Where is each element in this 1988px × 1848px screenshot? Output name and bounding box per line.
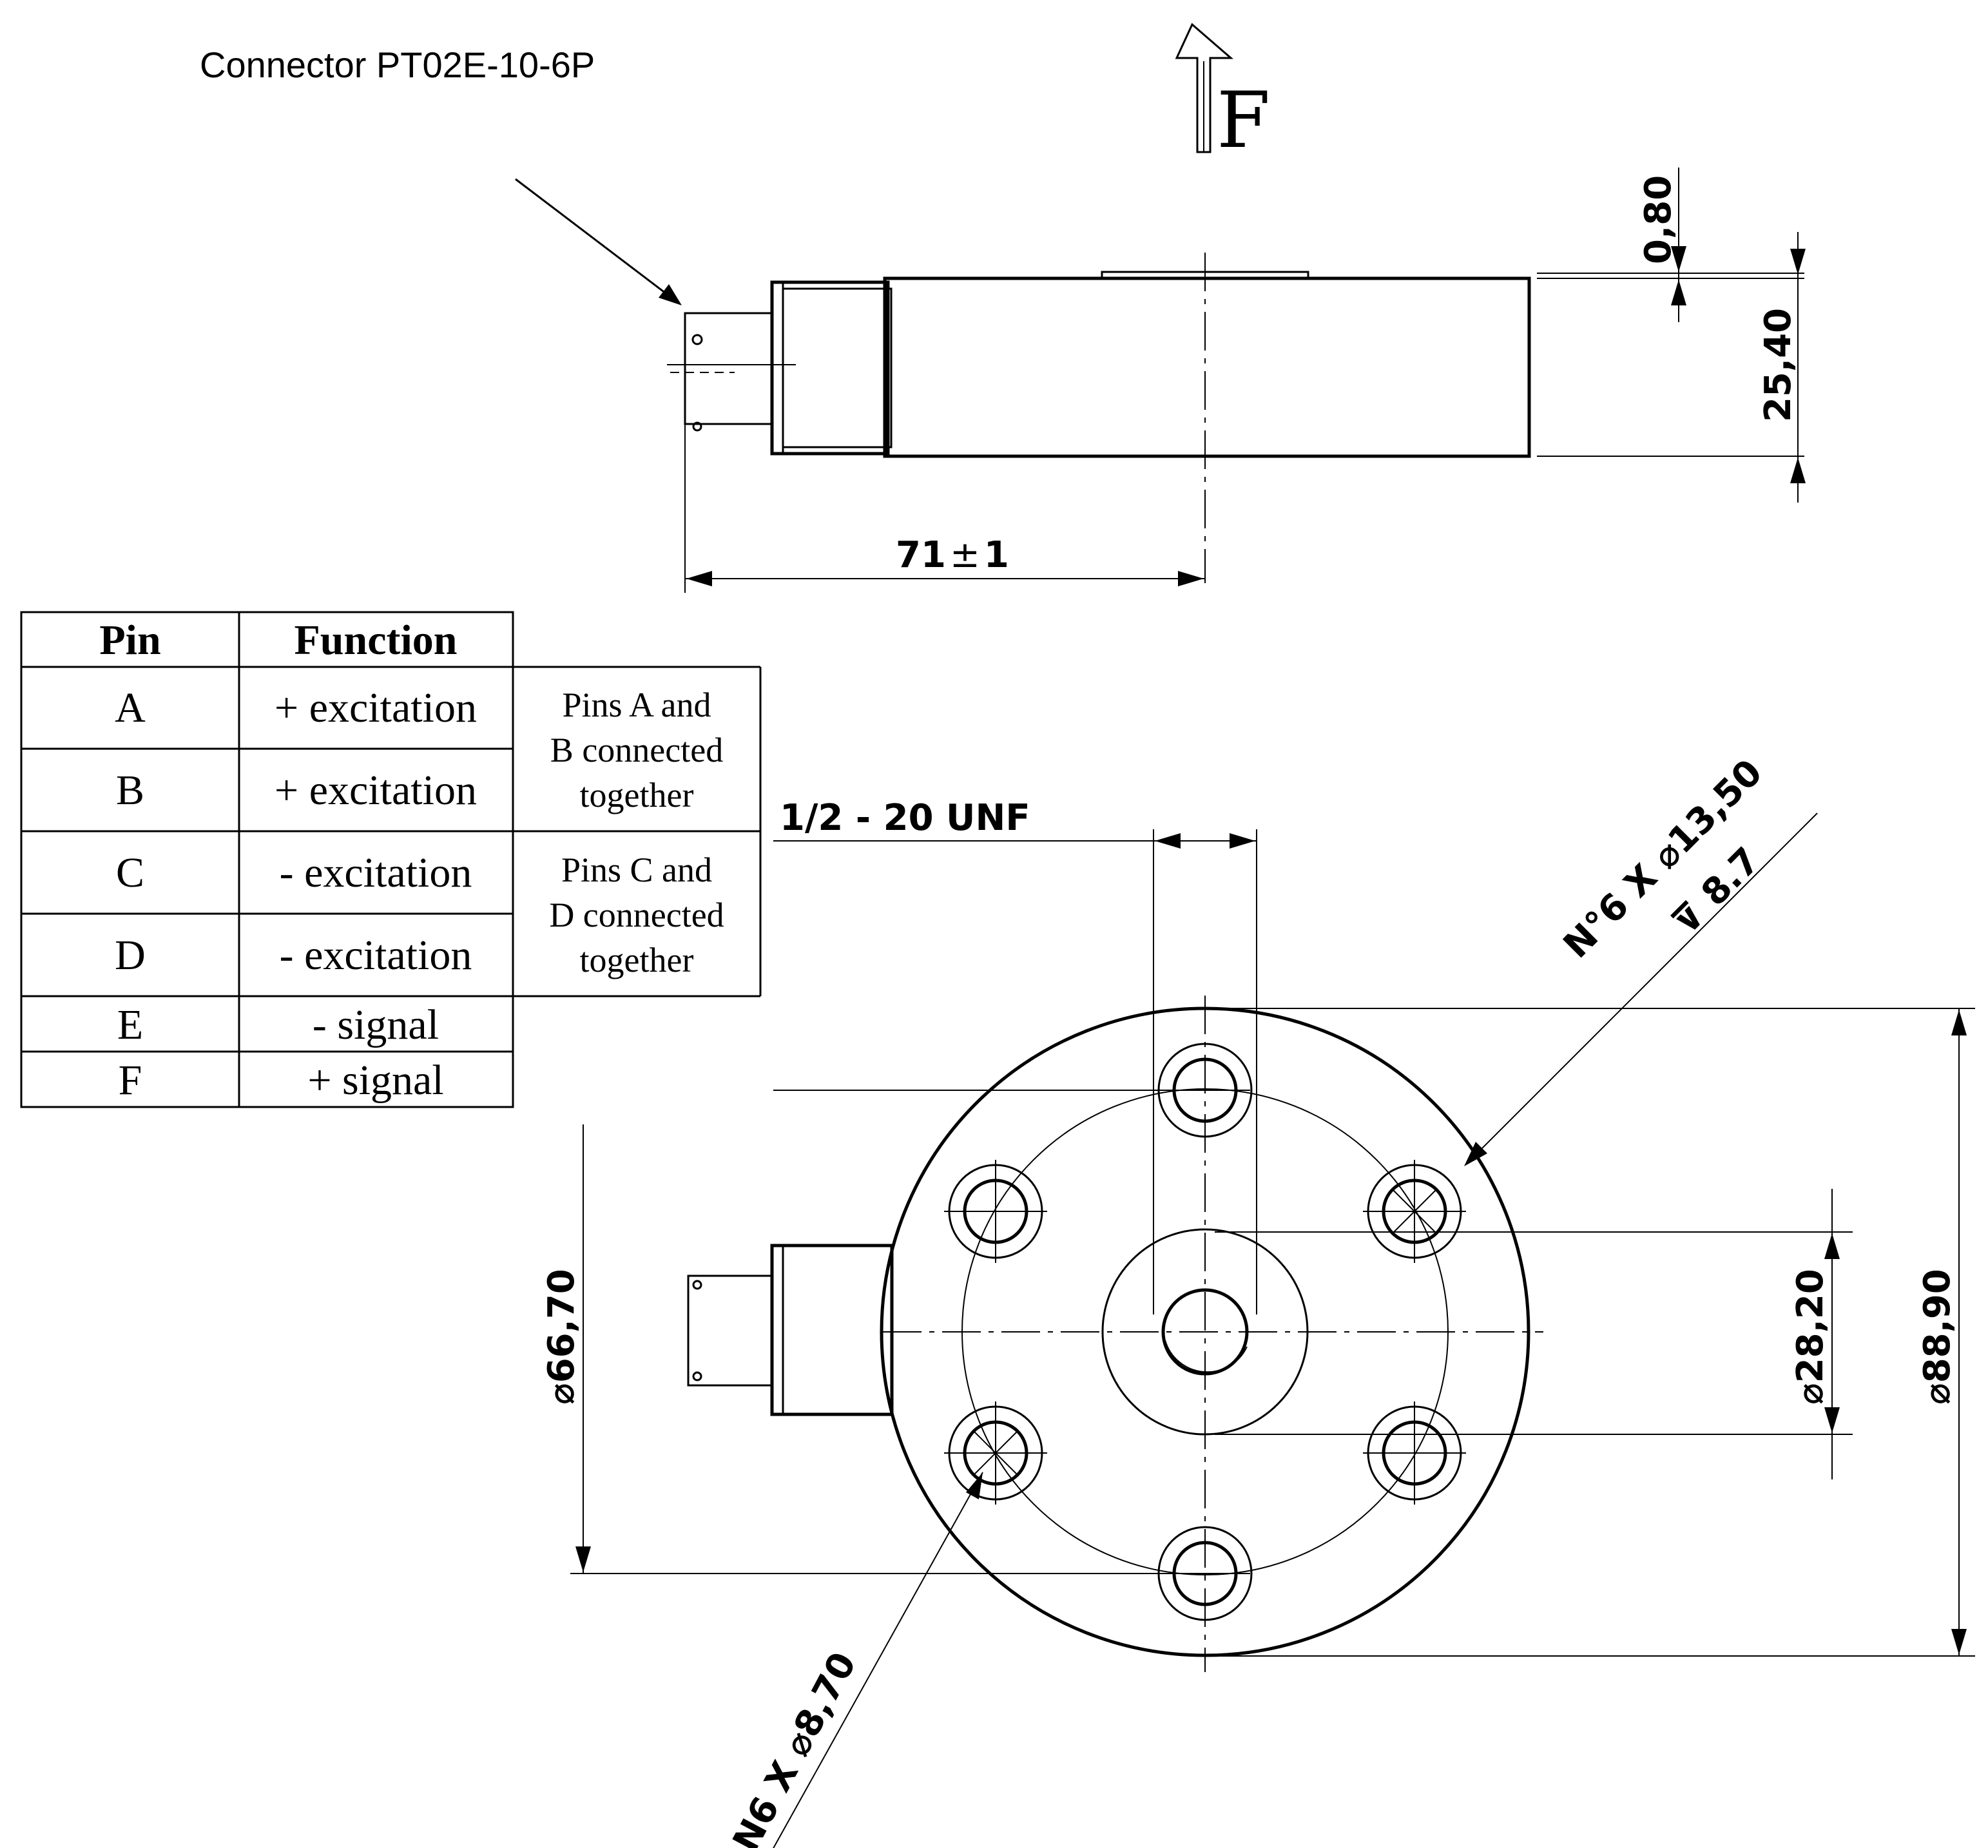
top-view: 1/2 - 20 UNF N°6 X ⌀13,50 ⊽ 8.7 N6 X ⌀8,… [541, 751, 1975, 1848]
hole-upper-right [1363, 1160, 1466, 1263]
dim-outer-diameter: ⌀88,90 [1916, 1269, 1958, 1405]
force-arrow [1175, 23, 1234, 153]
note-cd-line2: D connected [549, 896, 724, 934]
note-cd-line1: Pins C and [561, 851, 712, 889]
function-cell-c: - excitation [280, 849, 472, 896]
function-cell-e: - signal [313, 1001, 439, 1048]
note-ab-line1: Pins A and [562, 686, 711, 724]
dim-hub-diameter: ⌀28,20 [1790, 1269, 1831, 1405]
note-ab-line3: together [580, 776, 694, 814]
dim-flange-offset: 0,80 [1637, 175, 1679, 264]
dim-length: 71±1 [896, 534, 1009, 576]
connector-label: Connector PT02E-10-6P [200, 44, 595, 85]
pin-table: Pin Function A + excitation B + excitati… [20, 611, 762, 1108]
pin-cell-d: D [115, 932, 146, 979]
pin-cell-b: B [116, 767, 144, 814]
note-cd-line3: together [580, 941, 694, 979]
function-cell-b: + excitation [275, 767, 477, 814]
side-view: 0,80 25,40 71±1 [515, 168, 1806, 593]
table-header-function: Function [294, 617, 457, 664]
pin-cell-c: C [116, 849, 144, 896]
dim-height: 25,40 [1757, 308, 1799, 422]
function-cell-f: + signal [307, 1057, 443, 1104]
dim-thread: 1/2 - 20 UNF [780, 797, 1030, 839]
table-header-pin: Pin [99, 617, 160, 664]
function-cell-a: + excitation [275, 684, 477, 731]
hole-upper-left [944, 1160, 1047, 1263]
note-ab-line2: B connected [550, 731, 723, 769]
pin-cell-f: F [119, 1057, 142, 1104]
dim-bolt-circle: ⌀66,70 [541, 1269, 583, 1405]
function-cell-d: - excitation [280, 932, 472, 979]
pin-cell-a: A [115, 684, 146, 731]
hole-lower-right [1363, 1401, 1466, 1505]
pin-cell-e: E [117, 1001, 143, 1048]
force-label: F [1217, 76, 1270, 166]
dim-holes: N6 X ⌀8,70 [725, 1646, 865, 1848]
hole-lower-left [944, 1401, 1047, 1505]
